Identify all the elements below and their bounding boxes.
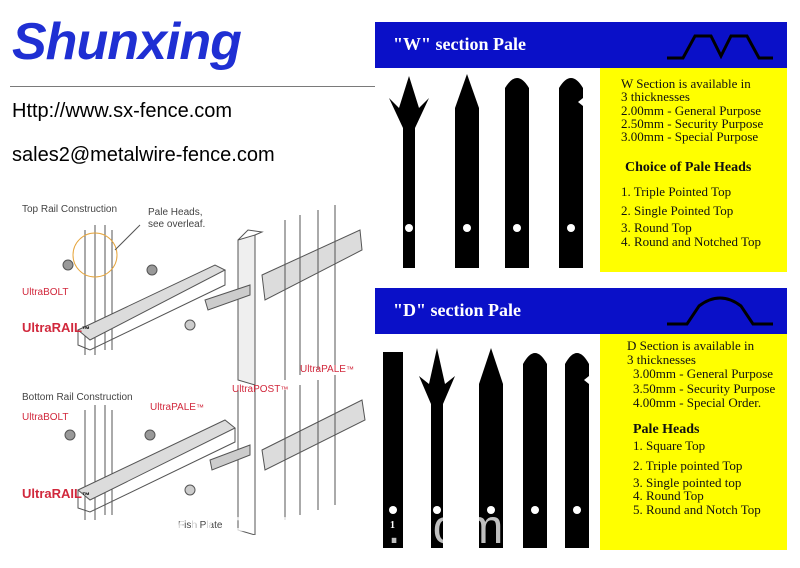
d-section-title: "D" section Pale xyxy=(393,300,521,320)
w-thickness-3: 3.00mm - Special Purpose xyxy=(621,129,759,144)
w-pale-number-3: 3 xyxy=(514,252,519,263)
d-desc-line2: 3 thicknesses xyxy=(627,352,696,367)
w-thickness-1: 2.00mm - General Purpose xyxy=(621,103,762,118)
w-heads-title: Choice of Pale Heads xyxy=(625,160,752,175)
w-section-title: "W" section Pale xyxy=(393,34,526,54)
watermark: wiremesh.com xyxy=(150,501,508,554)
fence-construction-diagram xyxy=(62,205,366,535)
ultrarail-top-label: UltraRAIL™ xyxy=(22,320,90,335)
d-pale-number-4: 4 xyxy=(532,520,537,531)
w-section-header: "W" section Pale xyxy=(375,22,787,68)
d-section-header: "D" section Pale xyxy=(375,288,787,334)
d-head-5: 5. Round and Notch Top xyxy=(633,502,761,517)
d-head-4: 4. Round Top xyxy=(633,488,704,503)
fish-plate-label: Fish Plate xyxy=(178,520,223,531)
w-pale-number-1: 1 xyxy=(406,252,411,263)
ultrabolt-bottom-label: UltraBOLT xyxy=(22,412,69,423)
bottom-rail-construction-label: Bottom Rail Construction xyxy=(22,392,133,403)
divider xyxy=(10,86,380,87)
ultrapale-mid-label: UltraPALE™ xyxy=(150,402,204,413)
d-profile-icon xyxy=(667,296,773,326)
d-pale-number-1: 1 xyxy=(390,520,395,531)
d-head-2: 2. Triple pointed Top xyxy=(633,458,743,473)
w-head-3: 3. Round Top xyxy=(621,220,692,235)
website-url[interactable]: Http://www.sx-fence.com xyxy=(12,100,233,122)
w-desc-line2: 3 thicknesses xyxy=(621,89,690,104)
top-rail-construction-label: Top Rail Construction xyxy=(22,204,118,215)
d-heads-title: Pale Heads xyxy=(633,422,700,437)
w-pale-illustrations xyxy=(375,68,600,272)
w-pale-number-2: 2 xyxy=(464,252,469,263)
d-desc-line1: D Section is available in xyxy=(627,338,755,353)
pale-heads-note-line1: Pale Heads, xyxy=(148,207,203,218)
w-pale-number-4: 4 xyxy=(568,252,573,263)
ultrarail-bottom-label: UltraRAIL™ xyxy=(22,486,90,501)
w-profile-icon xyxy=(667,34,773,60)
w-section-panel: "W" section Pale 1 2 3 4 W Section is av… xyxy=(375,22,787,272)
email-address[interactable]: sales2@metalwire-fence.com xyxy=(12,144,275,166)
d-head-1: 1. Square Top xyxy=(633,438,706,453)
w-desc-line1: W Section is available in xyxy=(621,76,751,91)
w-head-1: 1. Triple Pointed Top xyxy=(621,184,732,199)
w-head-2: 2. Single Pointed Top xyxy=(621,203,734,218)
w-head-4: 4. Round and Notched Top xyxy=(621,234,762,249)
d-pale-number-5: 5 xyxy=(574,520,579,531)
d-pale-number-3: 3 xyxy=(488,520,493,531)
d-thickness-3: 4.00mm - Special Order. xyxy=(633,395,762,410)
d-head-3: 3. Single pointed top xyxy=(633,475,742,490)
d-thickness-1: 3.00mm - General Purpose xyxy=(633,366,774,381)
d-pale-number-2: 2 xyxy=(434,520,439,531)
brand-title: Shunxing xyxy=(12,13,242,71)
w-thickness-2: 2.50mm - Security Purpose xyxy=(621,116,764,131)
pale-heads-note-line2: see overleaf. xyxy=(148,219,206,230)
ultrapale-right-label: UltraPALE™ xyxy=(300,364,354,375)
d-pale-illustrations xyxy=(375,334,600,550)
d-section-panel: "D" section Pale 1 2 3 4 5 D Section is … xyxy=(375,288,787,550)
ultrapost-label: UltraPOST™ xyxy=(232,384,289,395)
d-thickness-2: 3.50mm - Security Purpose xyxy=(633,381,776,396)
ultrabolt-top-label: UltraBOLT xyxy=(22,287,69,298)
